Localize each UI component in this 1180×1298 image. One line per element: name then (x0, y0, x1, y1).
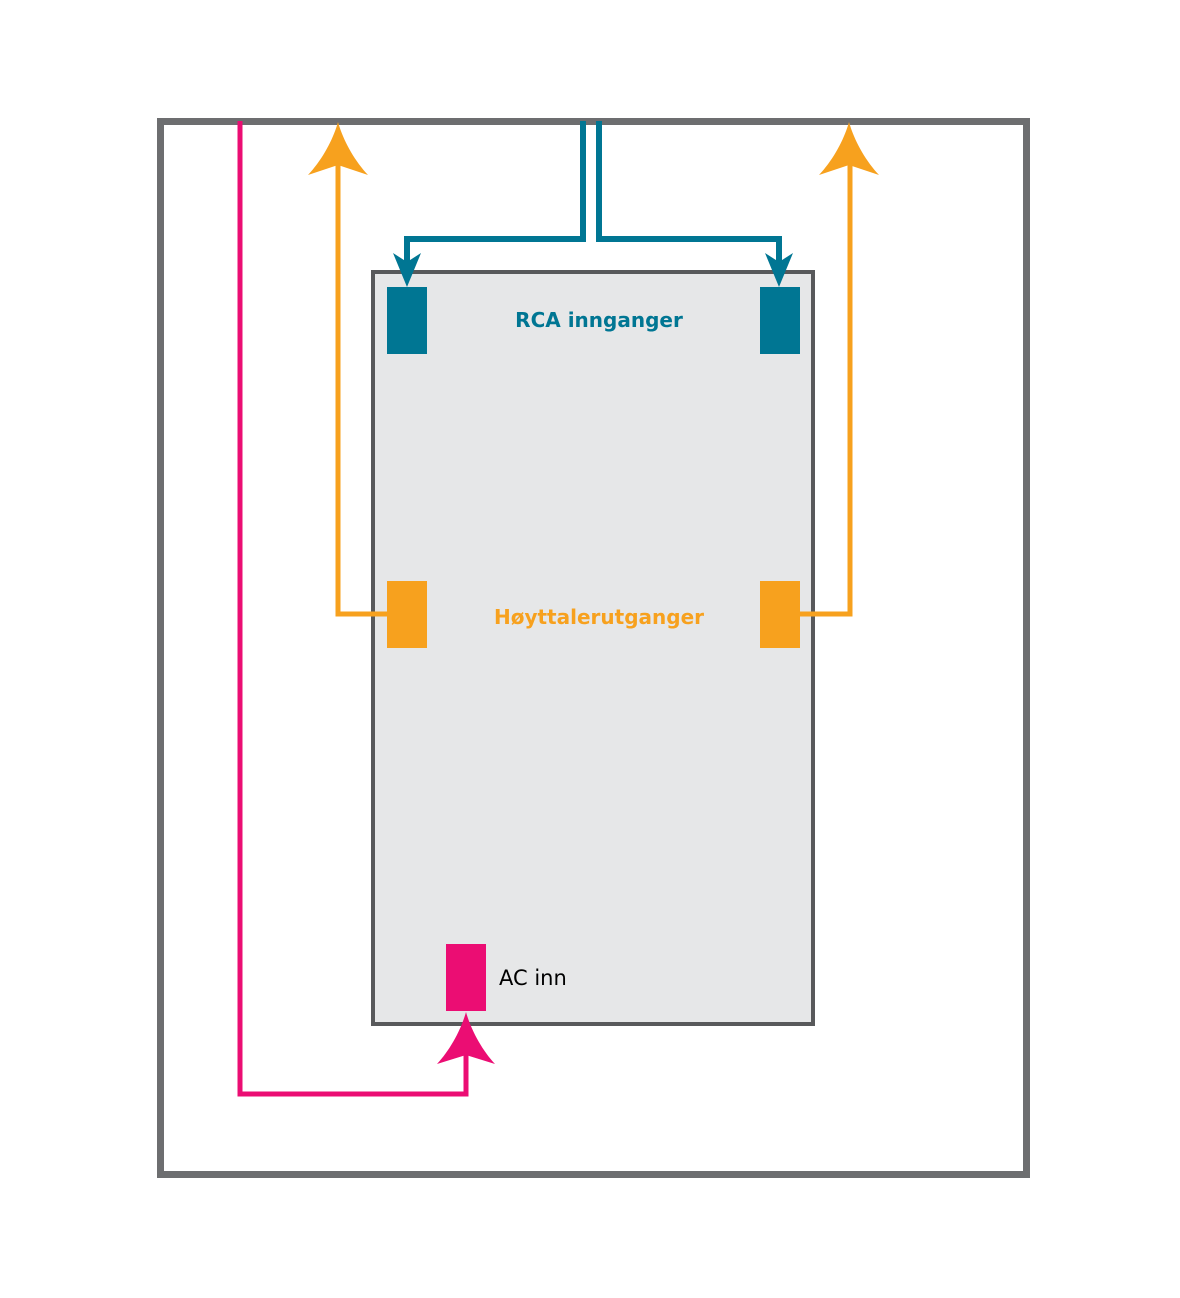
rca-wires (404, 121, 782, 262)
speaker-connector-right (760, 581, 800, 648)
speaker-wire-right (800, 160, 853, 617)
rca-wire-left (404, 121, 586, 262)
speaker-connector-left (387, 581, 427, 648)
speaker-arrowhead-right (819, 122, 879, 175)
ac-arrowhead (437, 1012, 495, 1064)
rca-arrowhead-left (393, 253, 421, 287)
rca-connector-left (387, 287, 427, 354)
rca-connector-right (760, 287, 800, 354)
amplifier-panel (371, 270, 815, 1026)
ac-wire (237, 121, 469, 1097)
speaker-wire-left (335, 160, 387, 617)
ac-connector (446, 944, 486, 1011)
speaker-outputs-label: Høyttalerutganger (494, 605, 704, 629)
rca-arrowhead-right (765, 253, 793, 287)
rca-inputs-label: RCA innganger (515, 308, 683, 332)
speaker-arrowhead-left (308, 122, 368, 175)
speaker-wires (335, 160, 853, 617)
ac-input-label: AC inn (499, 966, 567, 990)
rca-wire-right (596, 121, 782, 262)
